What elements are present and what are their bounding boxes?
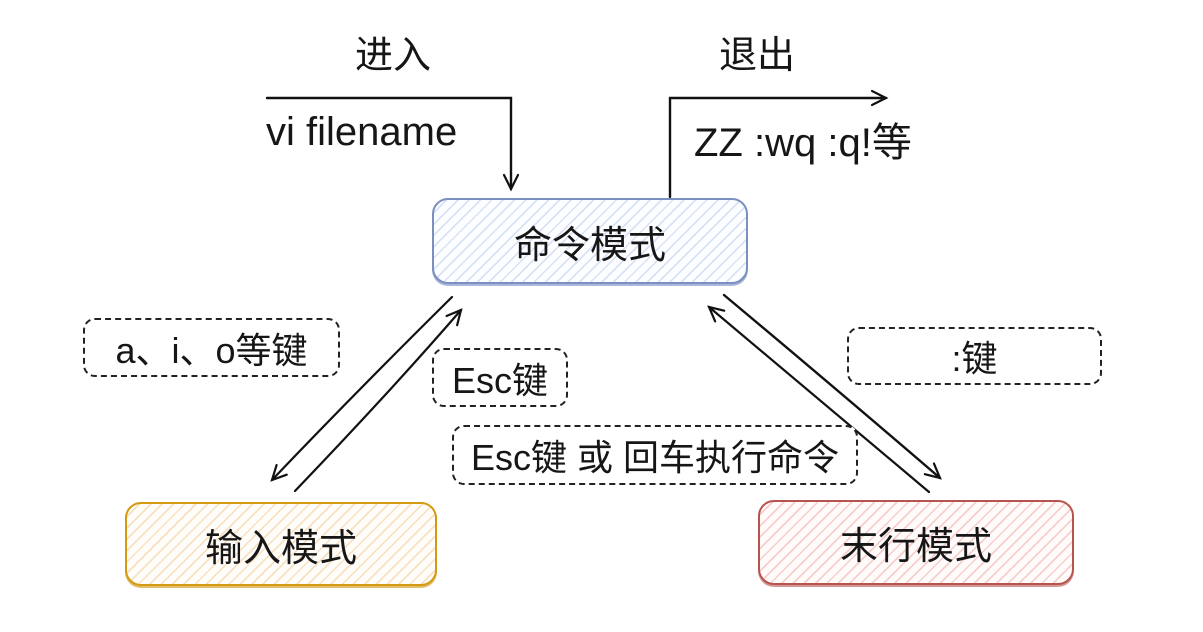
edge-label-esc-or-enter: Esc键 或 回车执行命令 xyxy=(452,425,858,485)
edge-label-esc-key-text: Esc键 xyxy=(451,359,548,401)
edge-label-esc-or-enter-text: Esc键 或 回车执行命令 xyxy=(470,437,840,478)
edge-label-esc-key: Esc键 xyxy=(432,348,568,407)
edge-label-aio-keys-text: a、i、o等键 xyxy=(115,329,308,371)
edge-label-aio-keys: a、i、o等键 xyxy=(83,318,340,377)
node-input-mode: 输入模式 xyxy=(125,502,437,586)
node-input-mode-label: 输入模式 xyxy=(204,527,357,570)
node-command-mode: 命令模式 xyxy=(432,198,748,284)
enter-label: 进入 xyxy=(355,35,432,77)
edge-label-colon-key-text: :键 xyxy=(951,338,998,379)
edge-label-colon-key: :键 xyxy=(847,327,1102,385)
exit-command-text: ZZ :wq :q!等 xyxy=(694,121,912,165)
node-lastline-mode: 末行模式 xyxy=(758,500,1074,585)
node-lastline-mode-label: 末行模式 xyxy=(839,526,992,568)
node-command-mode-label: 命令模式 xyxy=(513,224,666,267)
enter-command-text: vi filename xyxy=(266,110,458,154)
exit-label: 退出 xyxy=(719,35,796,77)
